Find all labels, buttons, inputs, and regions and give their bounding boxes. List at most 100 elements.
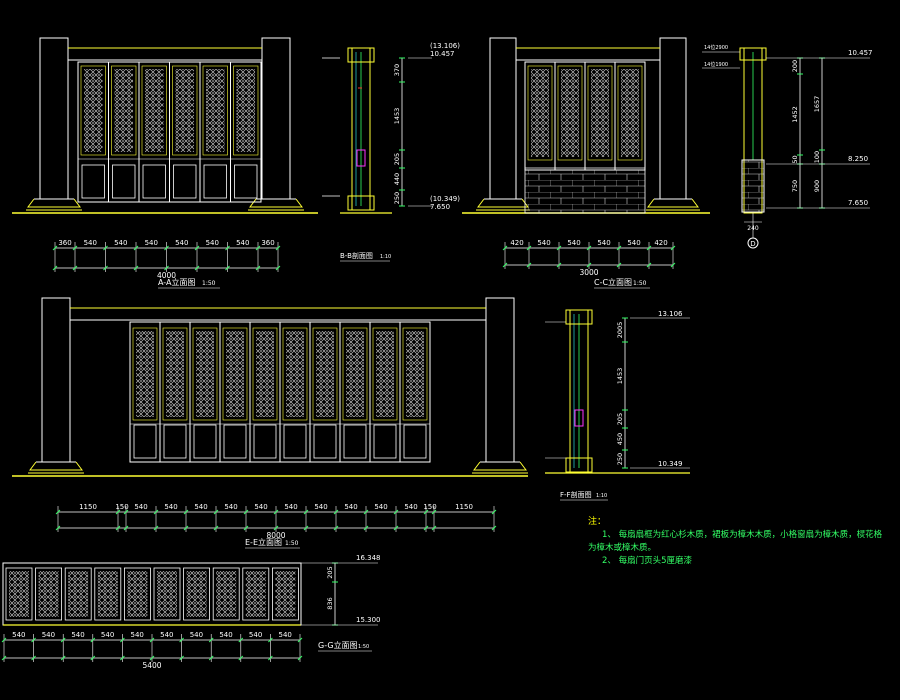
column-right: [485, 297, 515, 463]
tick: [183, 509, 189, 515]
skirt-panel: [343, 424, 367, 459]
dim-value: 540: [236, 239, 249, 247]
vdim-bb: 370: [393, 64, 401, 76]
tick: [556, 262, 562, 268]
notes-line-2: 为樟木或樟木质。: [588, 543, 657, 553]
lattice-infill: [256, 331, 274, 417]
tick: [55, 525, 61, 531]
lattice-infill: [114, 69, 133, 152]
dim-value: 1150: [79, 503, 97, 511]
vdim-dd: 200: [791, 60, 799, 72]
column-left: [489, 37, 517, 200]
tick: [103, 245, 108, 251]
vdim-dd: 750: [791, 180, 799, 192]
vdim-dd-2: 900: [813, 180, 821, 192]
total-dim-value: 3000: [579, 268, 598, 277]
tick: [213, 525, 219, 531]
column-plinth: [249, 198, 303, 208]
dim-value: 540: [249, 631, 262, 639]
tick: [273, 525, 279, 531]
tick: [31, 637, 36, 643]
lattice-frame: [617, 65, 643, 161]
tick: [103, 265, 108, 271]
dim-value: 540: [71, 631, 84, 639]
transom-panel: [94, 567, 122, 621]
brick-wall: [524, 169, 646, 214]
lattice-frame: [342, 327, 368, 421]
vdim-bb: 1453: [393, 108, 401, 125]
tick: [491, 525, 497, 531]
tick: [423, 509, 429, 515]
lattice-infill: [376, 331, 394, 417]
lattice-infill: [286, 331, 304, 417]
tick: [297, 655, 303, 661]
skirt-panel: [283, 424, 307, 459]
tick: [586, 245, 592, 251]
lattice-frame: [252, 327, 278, 421]
tick: [393, 509, 399, 515]
tick: [556, 245, 562, 251]
section-bb: 3701453205440250(13.106)10.457(10.349)7.…: [322, 42, 460, 262]
skirt-panel: [403, 424, 427, 459]
total-dim-value: 4000: [157, 271, 176, 280]
dim-value: 540: [254, 503, 267, 511]
tick: [238, 655, 244, 661]
lattice-infill: [196, 331, 214, 417]
tick: [208, 637, 214, 643]
tick: [225, 265, 230, 271]
tick: [363, 525, 369, 531]
skirt-panel: [112, 164, 136, 199]
vdim-bb: 440: [393, 173, 401, 185]
dim-value: 420: [510, 239, 523, 247]
transom-lattice: [245, 571, 266, 617]
vdim-dd: 50: [791, 155, 799, 163]
vdim-bb: 205: [393, 153, 401, 165]
tick: [393, 525, 399, 531]
tick: [333, 525, 339, 531]
lattice-frame: [80, 65, 106, 156]
transom-panel: [212, 567, 240, 621]
elevation-aa: [12, 37, 318, 214]
column-left: [39, 37, 69, 200]
transom-panel: [5, 567, 33, 621]
dim-value: 420: [654, 239, 667, 247]
lattice-infill: [531, 69, 549, 157]
mid-rail: [356, 149, 366, 167]
tick: [303, 525, 309, 531]
lattice-infill: [226, 331, 244, 417]
transom-lattice: [216, 571, 237, 617]
level-ff-bot: 10.349: [658, 460, 683, 468]
tick: [72, 245, 78, 251]
dim-value: 150: [115, 503, 128, 511]
level-ff-top: 13.106: [658, 310, 683, 318]
dim-value: 150: [423, 503, 436, 511]
dim-value: 540: [114, 239, 127, 247]
sill-rail: [565, 457, 593, 473]
tag-2: 14位1900: [704, 61, 728, 68]
vdim-bb: 250: [393, 192, 401, 204]
tick: [52, 265, 58, 271]
lattice-infill: [236, 69, 255, 152]
door-leaf: [230, 61, 262, 203]
dim-value: 540: [190, 631, 203, 639]
skirt-panel: [203, 164, 227, 199]
transom-lattice: [68, 571, 89, 617]
tick: [238, 637, 244, 643]
tick: [423, 525, 429, 531]
tick: [616, 245, 622, 251]
dim-value: 540: [404, 503, 417, 511]
lattice-frame: [587, 65, 613, 161]
tick: [164, 245, 169, 251]
notes-heading: 注：: [588, 517, 607, 527]
scale-elev-cc: 1:50: [633, 280, 647, 287]
vdim-gg: 836: [326, 597, 334, 609]
lattice-frame: [141, 65, 167, 156]
skirt-panel: [253, 424, 277, 459]
column-plinth: [27, 198, 81, 208]
skirt-panel: [223, 424, 247, 459]
lattice-frame: [162, 327, 188, 421]
